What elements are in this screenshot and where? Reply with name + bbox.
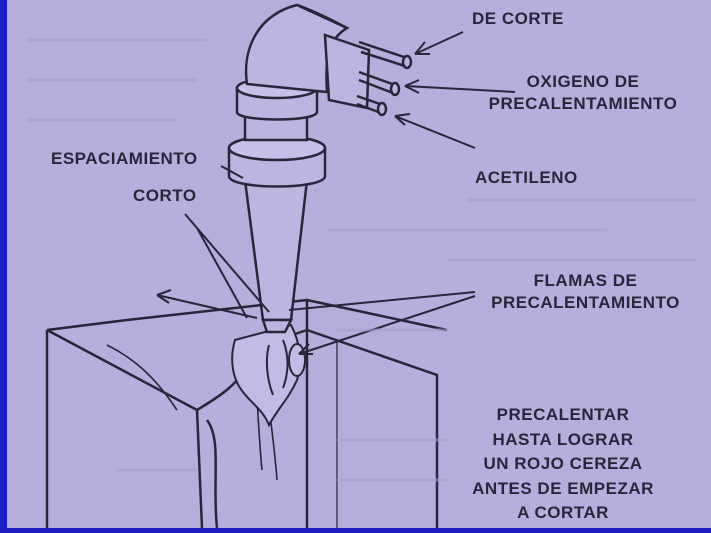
instruccion-line-2: HASTA LOGRAR xyxy=(492,429,634,449)
label-oxigeno-precalentamiento: OXIGENO DE PRECALENTAMIENTO xyxy=(473,71,693,115)
label-flamas-precalentamiento: FLAMAS DE PRECALENTAMIENTO xyxy=(473,270,698,314)
instruccion-line-5: A CORTAR xyxy=(517,503,609,522)
instruccion-line-3: UN ROJO CEREZA xyxy=(483,454,643,473)
steel-plate-drawing xyxy=(45,298,448,528)
instruccion-line-1: PRECALENTAR xyxy=(496,405,630,424)
label-instruccion: PRECALENTAR HASTA LOGRAR UN ROJO CEREZA … xyxy=(447,403,679,526)
diagram-photo: DE CORTE OXIGENO DE PRECALENTAMIENTO ACE… xyxy=(7,0,711,528)
label-espaciamiento: ESPACIAMIENTO xyxy=(51,149,198,168)
label-oxigeno-line-1: OXIGENO DE xyxy=(526,72,640,91)
torch-tip-drawing xyxy=(227,3,413,334)
preheat-flame-drawing xyxy=(231,323,306,428)
paper-texture xyxy=(27,38,697,482)
label-corto: CORTO xyxy=(133,186,197,205)
instruccion-line-4: ANTES DE EMPEZAR xyxy=(472,478,654,498)
label-flamas-line-1: FLAMAS DE xyxy=(533,271,638,290)
label-flamas-line-2: PRECALENTAMIENTO xyxy=(491,293,680,312)
leader-lines xyxy=(156,31,516,355)
torch-cutting-illustration xyxy=(27,3,697,528)
label-de-corte: DE CORTE xyxy=(472,9,564,28)
label-acetileno: ACETILENO xyxy=(475,168,578,187)
label-oxigeno-line-2: PRECALENTAMIENTO xyxy=(488,94,678,113)
